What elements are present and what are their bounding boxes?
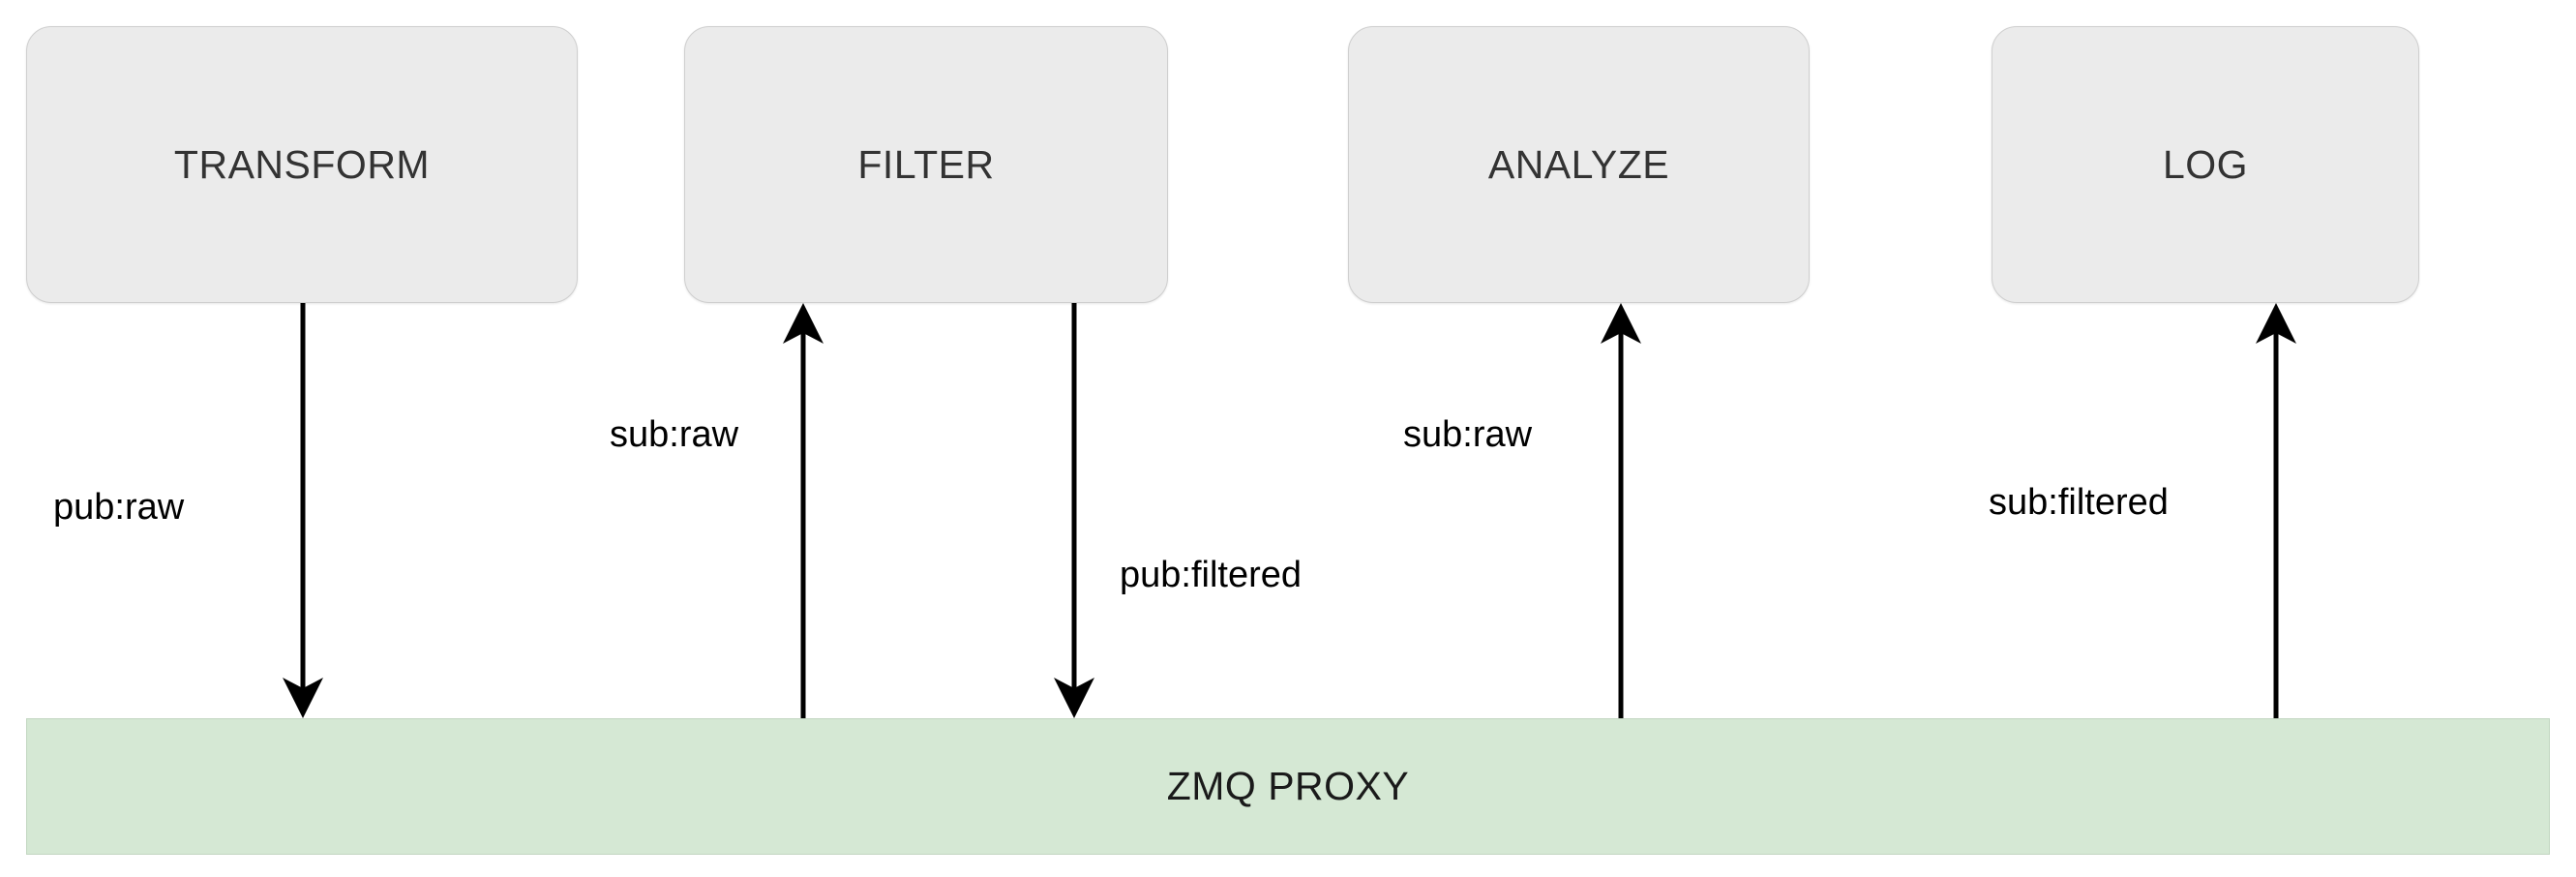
arrowhead-filter-pub-filtered (1054, 678, 1094, 718)
arrowhead-transform-pub-raw (283, 678, 323, 718)
node-zmq-proxy-label: ZMQ PROXY (1166, 764, 1410, 808)
arrowhead-analyze-sub-raw (1601, 303, 1641, 344)
node-transform[interactable]: TRANSFORM (26, 26, 578, 303)
node-transform-label: TRANSFORM (173, 141, 431, 187)
node-filter[interactable]: FILTER (684, 26, 1168, 303)
node-filter-label: FILTER (857, 141, 995, 187)
node-zmq-proxy[interactable]: ZMQ PROXY (26, 718, 2550, 855)
node-log-label: LOG (2162, 141, 2249, 187)
arrowhead-filter-sub-raw (783, 303, 824, 344)
edge-label-sub-filtered-log: sub:filtered (1989, 482, 2169, 523)
edge-label-pub-raw: pub:raw (53, 487, 185, 528)
edge-label-sub-raw-analyze: sub:raw (1403, 414, 1533, 455)
node-analyze[interactable]: ANALYZE (1348, 26, 1810, 303)
arrowhead-log-sub-filtered (2256, 303, 2296, 344)
node-analyze-label: ANALYZE (1487, 141, 1670, 187)
edge-label-pub-filtered: pub:filtered (1120, 555, 1303, 595)
edge-label-sub-raw-filter: sub:raw (610, 414, 739, 455)
node-log[interactable]: LOG (1992, 26, 2419, 303)
